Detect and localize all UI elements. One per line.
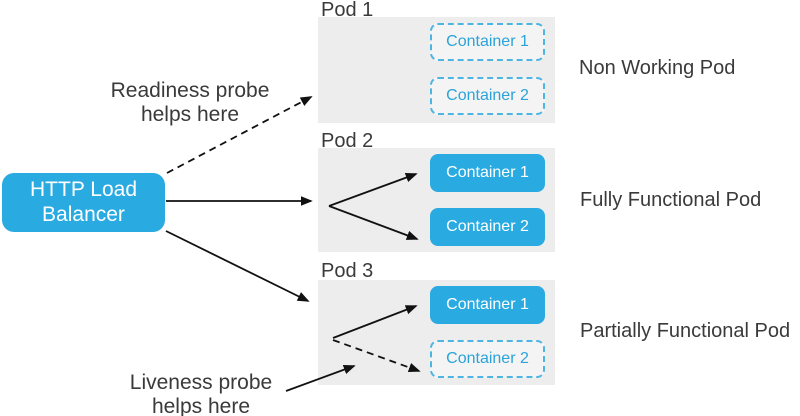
pod-1-box: Container 1 Container 2	[318, 17, 555, 123]
pod-3-status-label: Partially Functional Pod	[580, 320, 791, 342]
pod-3-container-1: Container 1	[430, 286, 545, 324]
readiness-probe-annotation: Readiness probe helps here	[80, 79, 300, 128]
pod-1-status-label: Non Working Pod	[579, 57, 736, 79]
pod-2-container-1: Container 1	[430, 154, 545, 192]
pod-1-container-1: Container 1	[430, 23, 545, 61]
liveness-probe-annotation: Liveness probe helps here	[91, 371, 311, 416]
load-balancer-label-line1: HTTP Load	[30, 177, 137, 201]
pod-2-container-2: Container 2	[430, 208, 545, 246]
liveness-probe-line2: helps here	[151, 395, 251, 416]
pod-3-title: Pod 3	[321, 260, 374, 282]
readiness-probe-line2: helps here	[140, 103, 240, 127]
arrow-lb-to-pod3	[165, 230, 310, 302]
pod-1-container-2: Container 2	[430, 77, 545, 115]
pod-1-title: Pod 1	[321, 0, 374, 21]
pod-3-container-2: Container 2	[430, 340, 545, 378]
load-balancer-label-line2: Balancer	[42, 202, 125, 226]
readiness-probe-line1: Readiness probe	[110, 79, 270, 102]
pod-2-status-label: Fully Functional Pod	[580, 189, 762, 211]
pod-2-title: Pod 2	[321, 130, 374, 152]
pod-2-box: Container 1 Container 2	[318, 148, 555, 252]
liveness-probe-line1: Liveness probe	[129, 371, 273, 394]
http-load-balancer-node: HTTP Load Balancer	[2, 173, 165, 232]
pod-3-box: Container 1 Container 2	[318, 280, 555, 385]
